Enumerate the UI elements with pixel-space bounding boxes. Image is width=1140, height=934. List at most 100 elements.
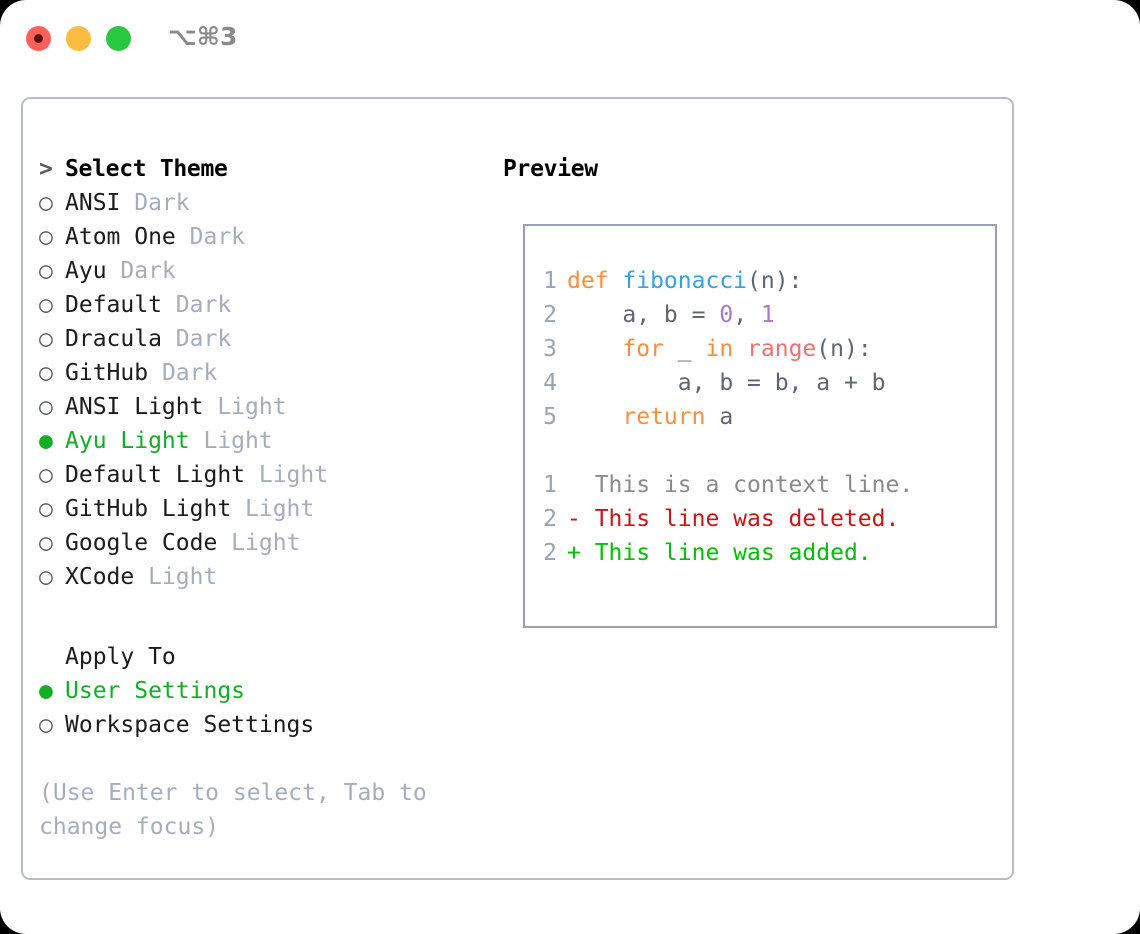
theme-name: Atom One: [65, 224, 176, 250]
diff-line: 2 - This line was deleted.: [525, 502, 995, 536]
radio-unselected-icon: ○: [39, 530, 53, 556]
hint-spacer: [39, 742, 489, 776]
theme-name: Dracula: [65, 326, 162, 352]
theme-list-item[interactable]: ○ XCode Light: [39, 560, 489, 594]
theme-name: Default: [65, 292, 162, 318]
line-number: 3: [543, 336, 557, 362]
apply-to-option[interactable]: ○Workspace Settings: [39, 708, 489, 742]
diff-line: 2+ This line was added.: [525, 536, 995, 570]
theme-category-tag: Dark: [161, 292, 232, 318]
section-spacer: [39, 594, 489, 640]
radio-selected-icon: ●: [39, 678, 53, 704]
theme-list-item[interactable]: ● Ayu Light Light: [39, 424, 489, 458]
theme-list-item[interactable]: ○ Dracula Dark: [39, 322, 489, 356]
theme-name: XCode: [65, 564, 135, 590]
code-token: in: [705, 336, 734, 362]
close-button[interactable]: [26, 26, 51, 51]
line-number: 1: [543, 268, 557, 294]
radio-selected-icon: ●: [39, 428, 53, 454]
code-token: a, b = b, a + b: [567, 370, 886, 396]
theme-name: Google Code: [65, 530, 218, 556]
line-number: 5: [543, 404, 557, 430]
theme-list-item[interactable]: ○Default Light Light: [39, 458, 489, 492]
theme-list-item[interactable]: ○ Atom One Dark: [39, 220, 489, 254]
code-token: 0: [719, 302, 734, 328]
select-theme-heading: > Select Theme: [39, 152, 489, 186]
select-theme-heading-label: Select Theme: [65, 156, 228, 182]
theme-list-item[interactable]: ○ Default Dark: [39, 288, 489, 322]
radio-unselected-icon: ○: [39, 360, 53, 386]
code-token: 1: [760, 302, 775, 328]
theme-category-tag: Light: [189, 428, 273, 454]
theme-list-item[interactable]: ○ GitHub Dark: [39, 356, 489, 390]
theme-list-item[interactable]: ○ Google Code Light: [39, 526, 489, 560]
theme-category-tag: Light: [134, 564, 218, 590]
code-line: 4 a, b = b, a + b: [525, 366, 995, 400]
theme-name: GitHub: [65, 360, 149, 386]
code-token: return: [622, 404, 706, 430]
line-number: 2: [543, 506, 557, 532]
theme-selector-column: >Select Theme ○ANSI Dark○Atom One Dark○A…: [39, 152, 489, 844]
radio-unselected-icon: ○: [39, 224, 53, 250]
theme-name: GitHub Light: [65, 496, 232, 522]
theme-name: ANSI Light: [65, 394, 204, 420]
theme-category-tag: Light: [231, 496, 315, 522]
line-number: 1: [543, 472, 557, 498]
theme-name: Ayu Light: [65, 428, 190, 454]
theme-list: ○ANSI Dark○Atom One Dark○Ayu Dark○Defaul…: [39, 186, 489, 594]
line-number: 2: [543, 540, 557, 566]
radio-unselected-icon: ○: [39, 326, 53, 352]
theme-list-item[interactable]: ○ANSI Light Light: [39, 390, 489, 424]
code-token: fibonacci: [622, 268, 748, 294]
title-bar: ⌥⌘3: [0, 0, 1140, 78]
apply-to-option[interactable]: ● User Settings: [39, 674, 489, 708]
line-number: 2: [543, 302, 557, 328]
code-token: _: [663, 336, 706, 362]
theme-name: ANSI: [65, 190, 121, 216]
theme-category-tag: Dark: [175, 224, 246, 250]
code-token: [567, 404, 622, 430]
code-token: ,: [733, 302, 761, 328]
diff-sample: 1 This is a context line. 2 - This line wa…: [525, 468, 995, 570]
code-token: def: [567, 268, 623, 294]
cursor-caret-icon: >: [39, 156, 53, 182]
maximize-button[interactable]: [106, 26, 131, 51]
radio-unselected-icon: ○: [39, 564, 53, 590]
code-token: range: [747, 336, 817, 362]
theme-category-tag: Light: [245, 462, 329, 488]
line-number: 4: [543, 370, 557, 396]
theme-category-tag: Dark: [148, 360, 218, 386]
theme-name: Ayu: [65, 258, 107, 284]
theme-category-tag: Dark: [120, 190, 190, 216]
radio-unselected-icon: ○: [39, 496, 53, 522]
apply-to-label: Apply To: [65, 644, 176, 670]
minimize-button[interactable]: [66, 26, 91, 51]
keyboard-hint-text: (Use Enter to select, Tab to change focu…: [39, 780, 427, 840]
apply-to-option-label: Workspace Settings: [65, 712, 315, 738]
theme-list-item[interactable]: ○ GitHub Light Light: [39, 492, 489, 526]
theme-category-tag: Dark: [161, 326, 232, 352]
code-token: a: [705, 404, 734, 430]
code-token: a, b =: [567, 302, 720, 328]
theme-list-item[interactable]: ○ ANSI Dark: [39, 186, 489, 220]
radio-unselected-icon: ○: [39, 462, 53, 488]
radio-unselected-icon: ○: [39, 292, 53, 318]
content-panel: >Select Theme ○ANSI Dark○Atom One Dark○A…: [21, 97, 1014, 880]
theme-category-tag: Light: [203, 394, 287, 420]
apply-to-option-label: User Settings: [65, 678, 246, 704]
keyboard-shortcut-label: ⌥⌘3: [168, 22, 238, 51]
code-token: (n):: [747, 268, 803, 294]
diff-text: - This line was deleted.: [567, 506, 900, 532]
code-token: [733, 336, 747, 362]
code-token: [567, 336, 622, 362]
preview-title: Preview: [503, 156, 598, 182]
theme-list-item[interactable]: ○Ayu Dark: [39, 254, 489, 288]
diff-text: This is a context line.: [567, 472, 914, 498]
code-line: 3 for _ in range(n):: [525, 332, 995, 366]
diff-line: 1 This is a context line.: [525, 468, 995, 502]
code-line: 2 a, b = 0, 1: [525, 298, 995, 332]
theme-category-tag: Light: [217, 530, 301, 556]
radio-unselected-icon: ○: [39, 190, 53, 216]
